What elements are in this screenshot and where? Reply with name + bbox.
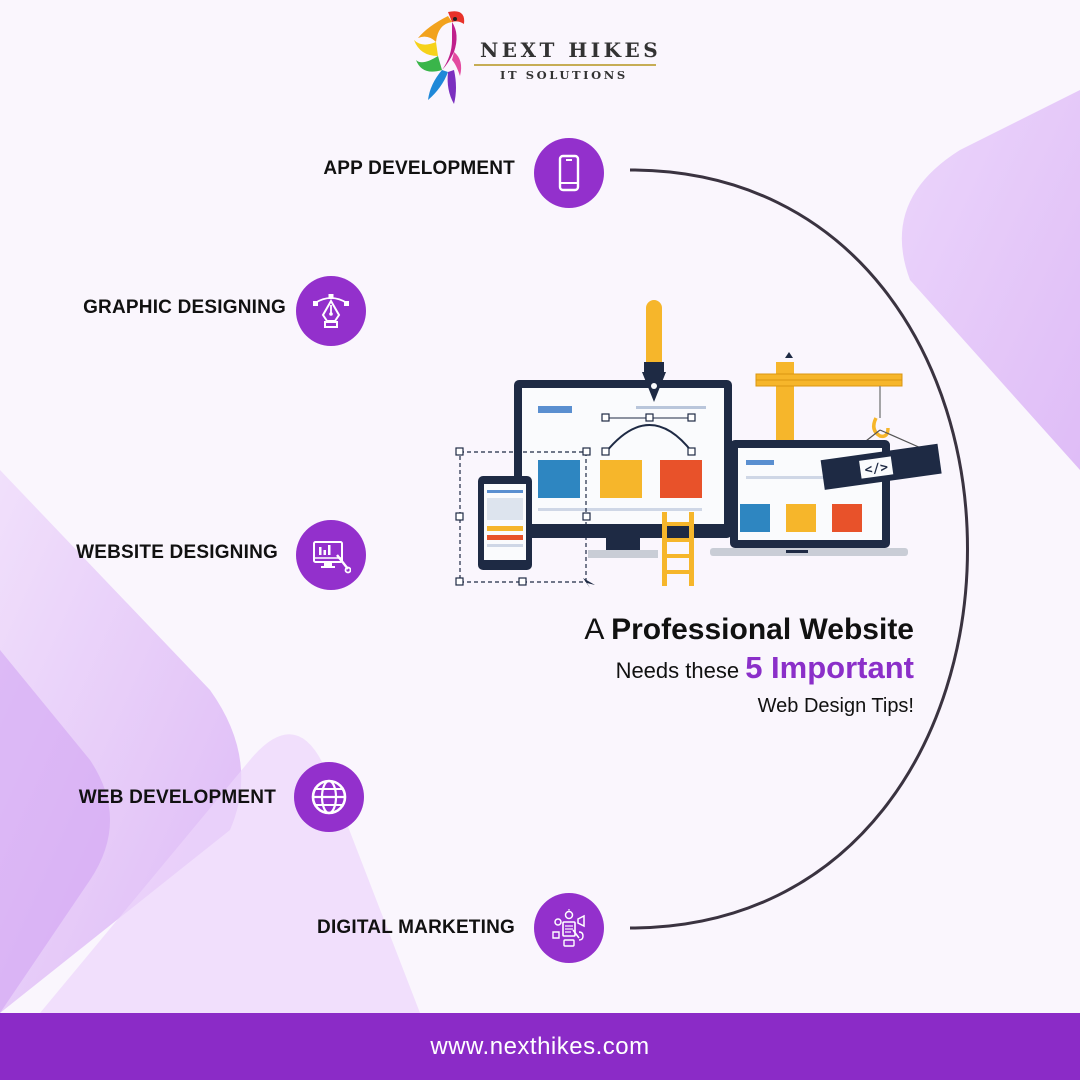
service-icon-app-development <box>534 138 604 208</box>
brand-tagline: IT SOLUTIONS <box>500 68 628 82</box>
parrot-logo-icon <box>414 11 465 104</box>
globe-icon <box>311 779 347 815</box>
service-label-website-designing: WEBSITE DESIGNING <box>76 542 278 563</box>
service-label-digital-marketing: DIGITAL MARKETING <box>317 917 515 938</box>
web-design-icon <box>313 541 351 574</box>
web-design-illustration: </> <box>455 300 942 588</box>
service-icon-digital-marketing <box>534 893 604 963</box>
pen-nib-illustration <box>642 300 666 402</box>
website-url-link[interactable]: www.nexthikes.com <box>430 1032 650 1060</box>
crane-illustration <box>755 352 931 456</box>
brand-divider <box>474 64 656 66</box>
service-label-app-development: APP DEVELOPMENT <box>323 158 515 179</box>
brand-name: NEXT HIKES <box>480 38 662 62</box>
headline: A Professional Website Needs these 5 Imp… <box>584 610 914 723</box>
digital-marketing-icon <box>552 909 585 947</box>
headline-line-1-bold: Professional Website <box>611 613 914 646</box>
selection-box <box>455 447 595 588</box>
mobile-phone <box>478 476 532 570</box>
footer-bar: www.nexthikes.com <box>0 1013 1080 1080</box>
headline-line-2-accent: 5 Important <box>745 650 914 685</box>
service-icon-web-development <box>294 762 364 832</box>
smartphone-icon <box>558 154 580 192</box>
service-label-graphic-designing: GRAPHIC DESIGNING <box>83 297 286 318</box>
headline-line-1-prefix: A <box>584 613 612 646</box>
service-icon-graphic-designing <box>296 276 366 346</box>
connector-arc <box>629 168 969 930</box>
service-label-web-development: WEB DEVELOPMENT <box>78 787 276 808</box>
headline-line-2: Needs these 5 Important <box>584 650 914 689</box>
code-sign: </> <box>820 443 942 490</box>
headline-line-1: A Professional Website <box>584 610 914 650</box>
headline-line-3: Web Design Tips! <box>757 695 914 717</box>
code-tag-text: </> <box>864 460 890 478</box>
pen-tool-icon <box>313 294 349 328</box>
ladder-illustration <box>662 512 694 586</box>
company-logo: NEXT HIKES IT SOLUTIONS <box>408 4 668 104</box>
headline-line-2-prefix: Needs these <box>615 658 746 683</box>
service-icon-website-designing <box>296 520 366 590</box>
desktop-monitor <box>514 380 732 558</box>
